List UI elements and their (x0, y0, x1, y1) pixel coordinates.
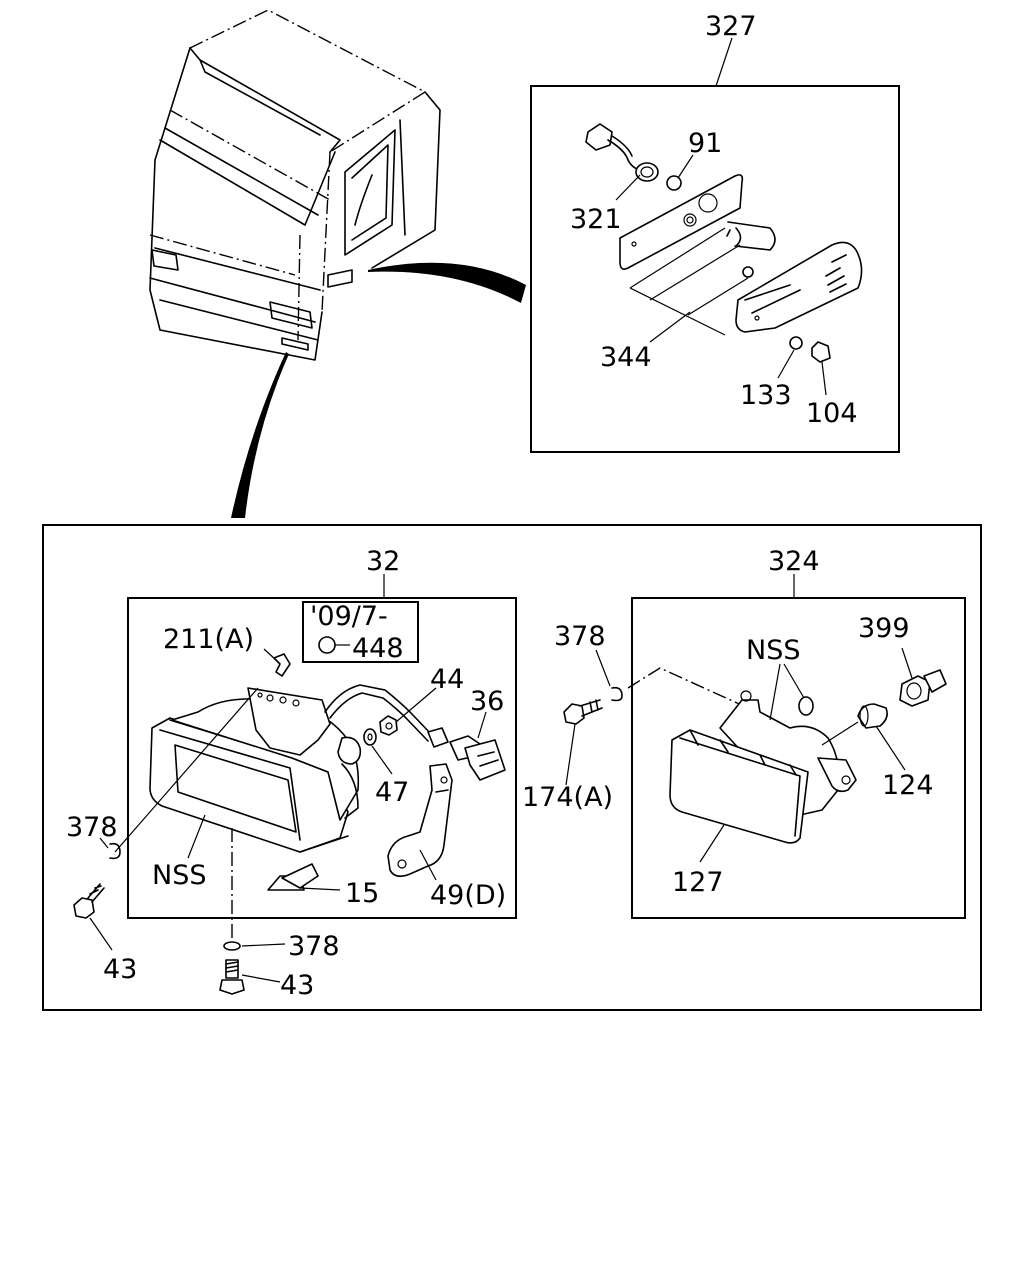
connector-sweep-to-side-lamp (368, 262, 526, 303)
fog-lamp-outer-frame (42, 524, 982, 1011)
callout-324: 324 (768, 546, 820, 577)
callout-321: 321 (570, 204, 622, 235)
clip-378-mid (611, 686, 623, 702)
bulb-15 (267, 863, 319, 891)
callout-32: 32 (366, 546, 400, 577)
callout-36: 36 (470, 686, 504, 717)
bulb-91 (666, 175, 682, 191)
callout-104: 104 (806, 398, 858, 429)
callout-91: 91 (688, 128, 722, 159)
socket-399 (899, 669, 947, 707)
fog-lamp-box-32 (127, 597, 517, 919)
left-fasteners: 378 43 378 43 (66, 812, 340, 1001)
date-note-label: '09/7- (310, 601, 388, 632)
bolt-43-left (73, 883, 105, 919)
fog-lamp-body-left (149, 687, 362, 853)
callout-127: 127 (672, 867, 724, 898)
connector-36 (449, 735, 506, 781)
date-note-box (302, 601, 419, 663)
side-turn-lamp-group: 327 321 91 344 (530, 11, 900, 453)
clip-211a (273, 653, 291, 677)
callout-378-left: 378 (66, 812, 118, 843)
callout-133: 133 (740, 380, 792, 411)
callout-47: 47 (375, 777, 409, 808)
fog-lamp-body-right (669, 690, 857, 844)
screw-104 (811, 341, 831, 363)
side-lamp-box (530, 85, 900, 453)
callout-43-bottom: 43 (280, 970, 314, 1001)
middle-fasteners: 378 174(A) (522, 621, 749, 813)
callout-124: 124 (882, 770, 934, 801)
callout-399: 399 (858, 613, 910, 644)
callout-378-bottom: 378 (288, 931, 340, 962)
washer-133 (789, 336, 803, 350)
side-lamp-housing (735, 241, 863, 333)
bulb-124 (857, 703, 888, 729)
nss-label-right: NSS (746, 635, 800, 666)
callout-44: 44 (430, 664, 464, 695)
part-448-icon (318, 636, 336, 654)
clip-378-bottom (223, 941, 241, 951)
bulb-socket-321 (585, 123, 659, 182)
truck-cab-illustration (149, 9, 441, 361)
nut-44 (379, 715, 398, 736)
callout-344: 344 (600, 342, 652, 373)
washer-47 (363, 728, 377, 746)
callout-448: 448 (352, 633, 404, 664)
bracket-49d (387, 763, 453, 878)
bracket-344 (619, 174, 776, 278)
bolt-174a (563, 699, 603, 725)
fog-lamp-box-324 (631, 597, 966, 919)
callout-15: 15 (345, 878, 379, 909)
callout-174a: 174(A) (522, 782, 613, 813)
grommet-nss (798, 696, 814, 716)
fog-lamp-group-32: 32 '09/7- 448 211(A) (114, 546, 517, 938)
fog-lamp-group-324: 324 127 NSS 124 (631, 546, 966, 919)
callout-327: 327 (705, 11, 757, 42)
callout-49d: 49(D) (430, 880, 506, 911)
nss-label-left: NSS (152, 860, 206, 891)
clip-378-left (109, 842, 121, 860)
callout-211a: 211(A) (163, 624, 254, 655)
callout-378-mid: 378 (554, 621, 606, 652)
connector-sweep-to-fog-lamp (231, 352, 289, 518)
callout-43-left: 43 (103, 954, 137, 985)
bolt-43-bottom (219, 959, 245, 995)
